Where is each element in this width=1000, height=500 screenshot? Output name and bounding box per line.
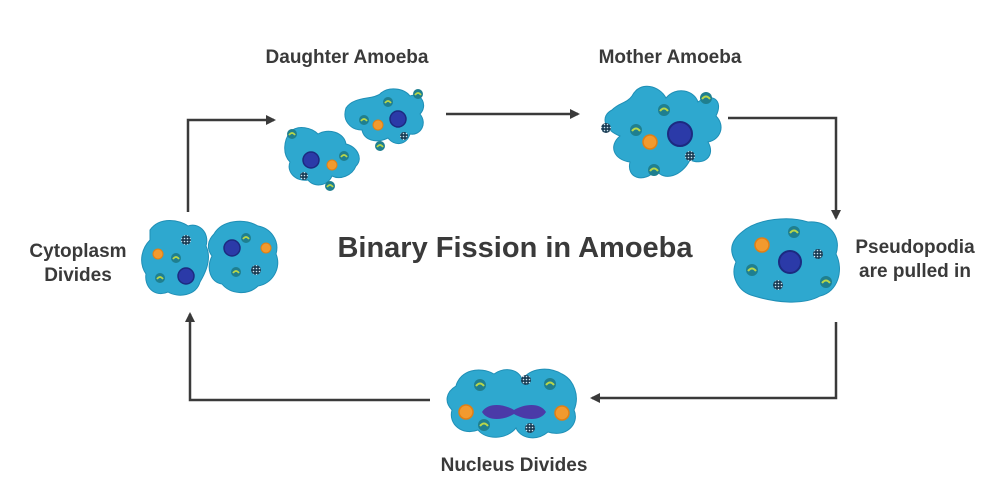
label-cytoplasm-line2: Divides: [44, 265, 112, 286]
daughter-upper-cell: [344, 88, 425, 144]
arrow-nucleus-to-cytoplasm: [185, 312, 430, 402]
cytoplasm-right-cell: [207, 220, 279, 293]
cytoplasm-left-nucleus: [177, 267, 195, 285]
cycle-arrows: [185, 109, 841, 403]
nucleus-divides-organelles: [474, 375, 556, 433]
daughter-upper-nucleus: [389, 110, 407, 128]
dividing-nucleus: [482, 405, 546, 419]
label-mother-amoeba: Mother Amoeba: [598, 47, 742, 68]
mother-nucleus: [667, 121, 693, 147]
diagram-title: Binary Fission in Amoeba: [337, 232, 693, 264]
daughter-lower-cell: [284, 127, 360, 186]
nucleus-food-vacuole-right: [554, 405, 570, 421]
nucleus-divides-cell-body: [446, 368, 577, 439]
daughter-upper-food-vacuole: [372, 119, 384, 131]
label-cytoplasm-line1: Cytoplasm: [29, 241, 127, 262]
daughter-lower-nucleus: [302, 151, 320, 169]
pseudopodia-amoeba-illustration: [731, 218, 840, 303]
pseudopodia-food-vacuole: [754, 237, 770, 253]
daughter-lower-food-vacuole: [326, 159, 338, 171]
label-daughter-amoeba: Daughter Amoeba: [265, 47, 429, 68]
label-pseudopodia-line1: Pseudopodia: [855, 237, 975, 258]
label-pseudopodia-line2: are pulled in: [859, 261, 971, 282]
mother-organelles: [601, 92, 712, 176]
pseudopodia-organelles: [746, 226, 832, 290]
label-cytoplasm-divides: Cytoplasm Divides: [18, 240, 138, 288]
cytoplasm-left-food-vacuole: [152, 248, 164, 260]
label-nucleus-divides: Nucleus Divides: [440, 455, 588, 476]
label-pseudopodia: Pseudopodia are pulled in: [846, 236, 984, 284]
mother-food-vacuole: [642, 134, 658, 150]
arrow-pseudopodia-to-nucleus: [590, 322, 838, 403]
cytoplasm-right-nucleus: [223, 239, 241, 257]
daughter-organelles: [287, 89, 423, 191]
nucleus-food-vacuole-left: [458, 404, 474, 420]
daughter-amoeba-illustration: [284, 88, 425, 191]
cytoplasm-organelles: [155, 233, 261, 283]
cytoplasm-divides-illustration: [141, 220, 279, 296]
arrow-mother-to-pseudopodia: [728, 116, 841, 220]
mother-amoeba-illustration: [601, 85, 722, 179]
pseudopodia-nucleus: [778, 250, 802, 274]
arrow-cytoplasm-to-daughter: [186, 115, 276, 212]
cytoplasm-right-food-vacuole: [260, 242, 272, 254]
nucleus-divides-illustration: [446, 368, 577, 439]
